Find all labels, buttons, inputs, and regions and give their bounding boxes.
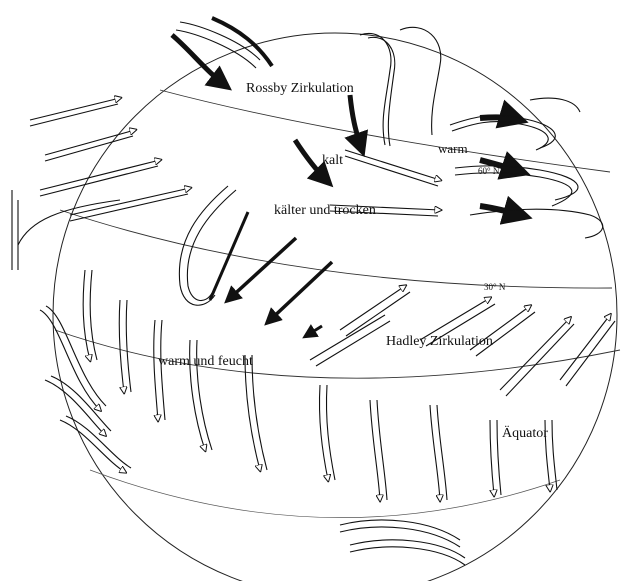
latitude-60-label: 60° N <box>478 166 500 176</box>
hadley-label: Hadley Zirkulation <box>386 334 493 349</box>
warm-top-label: warm <box>438 141 468 156</box>
left-westerly-arrows <box>12 98 190 270</box>
rossby-solid-arrows <box>172 18 524 336</box>
southern-latitude-line <box>90 470 560 518</box>
rossby-hollow-arrows <box>176 22 603 305</box>
kalt-label: kalt <box>322 153 343 168</box>
kaelter-label: kälter und trocken <box>274 203 376 218</box>
latitude-30-line <box>60 210 612 288</box>
aequator-label: Äquator <box>502 424 548 441</box>
globe-outline <box>53 33 617 581</box>
trade-wind-arrows <box>83 270 557 500</box>
rossby-label: Rossby Zirkulation <box>246 81 354 96</box>
warm-feucht-label: warm und feucht <box>158 354 253 369</box>
latitude-30-label: 30° N <box>484 282 506 292</box>
